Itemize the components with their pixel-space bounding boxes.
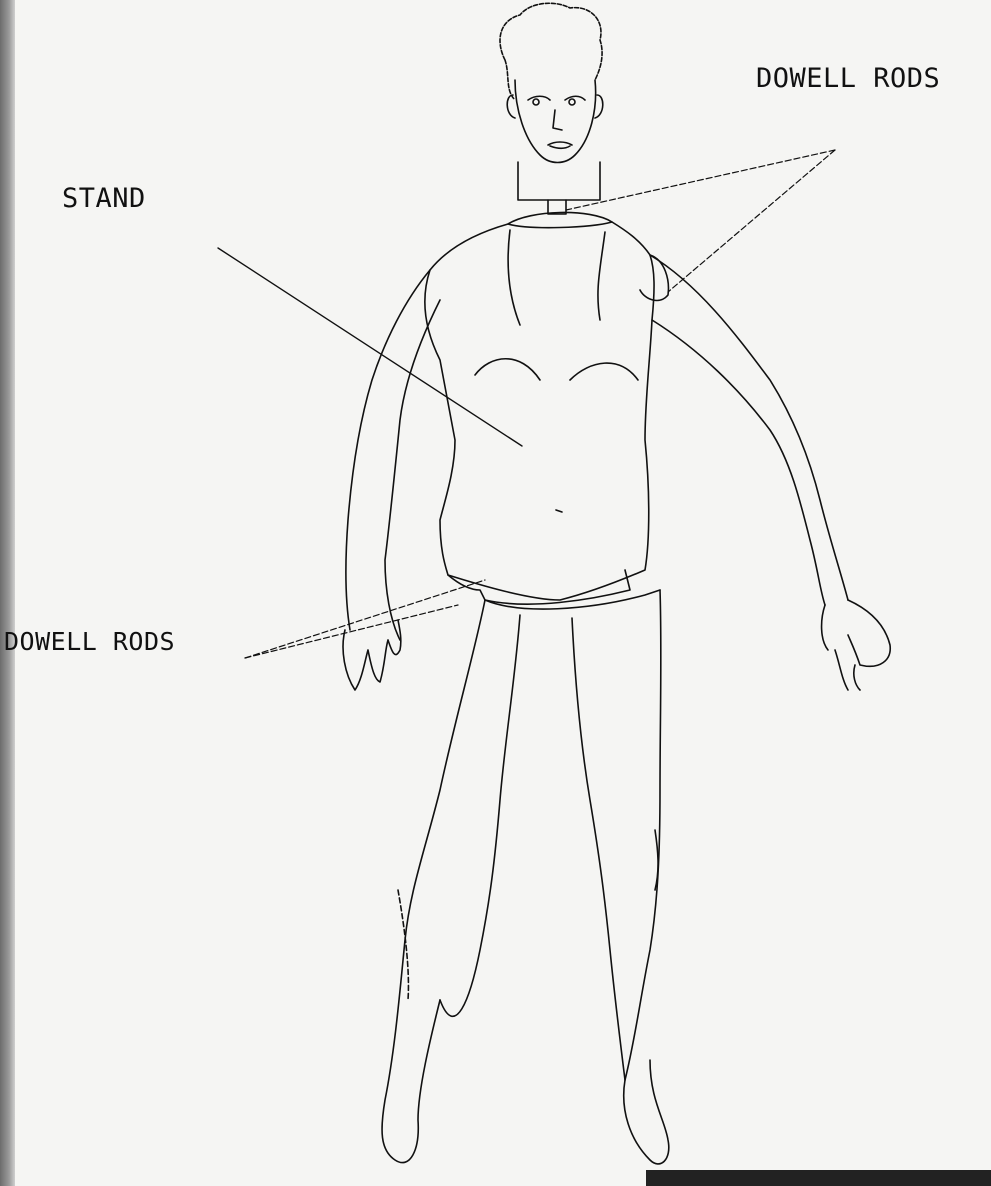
label-dowell-rods-left: DOWELL RODS	[4, 627, 175, 656]
left-leg-inner	[440, 615, 520, 1016]
chest-line-right	[598, 232, 605, 320]
torso	[425, 222, 654, 600]
knee-mark-left	[398, 890, 408, 1000]
knee-mark	[655, 830, 658, 890]
left-arm	[346, 270, 440, 640]
nose	[553, 110, 562, 130]
navel	[556, 510, 562, 512]
right-leg	[624, 590, 669, 1164]
label-dowell-rods-top: DOWELL RODS	[756, 63, 940, 94]
label-stand: STAND	[62, 183, 146, 214]
right-eye	[565, 96, 585, 105]
face	[515, 80, 596, 163]
leader-stand	[218, 248, 522, 446]
mouth	[548, 142, 572, 148]
left-leg	[382, 600, 485, 1163]
leader-dowell-left-lower	[245, 605, 458, 658]
neck	[518, 162, 600, 200]
leader-dowell-top-neck	[566, 150, 835, 210]
chest	[475, 359, 638, 380]
leader-dowell-left-upper	[245, 580, 485, 658]
right-leg-inner	[572, 618, 625, 1080]
left-hand	[343, 620, 401, 690]
right-hand	[822, 600, 891, 690]
left-eye	[528, 96, 550, 105]
chest-line-left	[508, 230, 520, 325]
right-arm	[650, 255, 848, 605]
leader-dowell-top-shoulder	[668, 150, 835, 292]
